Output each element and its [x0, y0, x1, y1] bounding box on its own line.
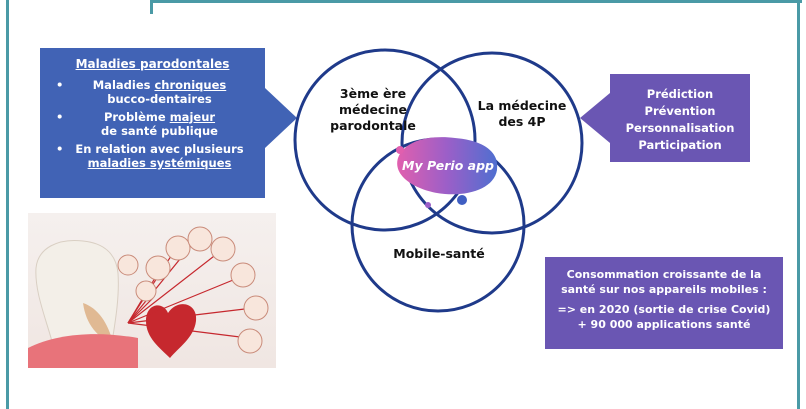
venn-circle-right: [400, 51, 584, 235]
venn-circle-left: [293, 48, 477, 232]
4p-participation: Participation: [638, 138, 722, 152]
frame-top-border: [150, 0, 802, 3]
dental-illustration: [28, 213, 276, 368]
app-blob: [397, 137, 498, 195]
frame-tick: [150, 0, 153, 14]
periodontal-diseases-box: Maladies parodontales Maladies chronique…: [40, 48, 265, 198]
mobile-line2: santé sur nos appareils mobiles :: [561, 283, 767, 296]
periodontal-diseases-title: Maladies parodontales: [75, 57, 230, 71]
blue-arrow: [265, 88, 297, 148]
item3-pre: En relation avec plusieurs: [75, 141, 244, 156]
periodontal-list: Maladies chroniques bucco-dentaires Prob…: [50, 78, 255, 171]
venn-label-right: La médecine des 4P: [477, 98, 567, 129]
outer-frame: [6, 0, 800, 409]
item2-pre: Problème: [103, 109, 170, 124]
4p-box: Prédiction Prévention Personnalisation P…: [610, 74, 750, 162]
decor-dot: [396, 146, 404, 154]
4p-personnalisation: Personnalisation: [625, 121, 735, 135]
item3-underlined: maladies systémiques: [87, 156, 232, 170]
mobile-health-box: Consommation croissante de la santé sur …: [545, 257, 783, 349]
item2-underlined: majeur: [169, 109, 216, 124]
mobile-line1: Consommation croissante de la: [566, 268, 762, 281]
venn-center-label: My Perio app: [402, 158, 494, 173]
item1-underlined: chroniques: [154, 77, 227, 92]
illustration-svg: [28, 226, 269, 368]
item1-pre: Maladies: [92, 77, 155, 92]
list-item: Problème majeur de santé publique: [56, 109, 255, 139]
purple-arrow: [580, 93, 610, 143]
4p-prevention: Prévention: [644, 104, 716, 118]
item1-post: bucco-dentaires: [107, 92, 212, 106]
mobile-line3: => en 2020 (sortie de crise Covid): [557, 303, 771, 316]
list-item: Maladies chroniques bucco-dentaires: [56, 77, 255, 107]
item2-post: de santé publique: [101, 124, 218, 138]
list-item: En relation avec plusieurs maladies syst…: [56, 141, 255, 171]
4p-prediction: Prédiction: [646, 87, 714, 101]
decor-dot: [425, 202, 431, 208]
venn-label-bottom: Mobile-santé: [393, 246, 485, 261]
venn-label-left: 3ème ère médecine parodontale: [330, 86, 416, 133]
decor-dot: [457, 195, 467, 205]
mobile-line4: + 90 000 applications santé: [577, 318, 751, 331]
